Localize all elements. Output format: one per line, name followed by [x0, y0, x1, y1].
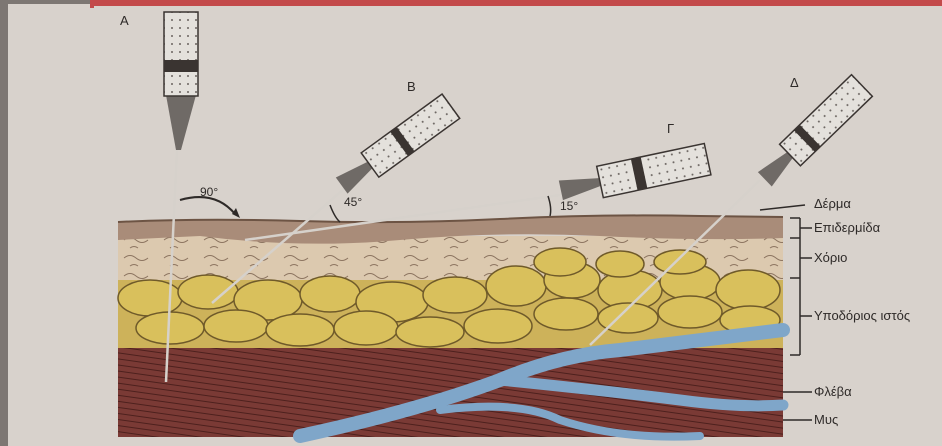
label-syringe-a: A — [120, 14, 129, 27]
label-vein: Φλέβα — [814, 385, 852, 398]
label-syringe-b: B — [407, 80, 416, 93]
frame-border — [90, 0, 942, 6]
label-muscle: Μυς — [814, 413, 838, 426]
label-angle-b: 45° — [344, 196, 362, 208]
label-angle-a: 90° — [200, 186, 218, 198]
label-angle-g: 15° — [560, 200, 578, 212]
label-dermis: Χόριο — [814, 251, 847, 264]
label-syringe-d: Δ — [790, 76, 799, 89]
label-skin: Δέρμα — [814, 197, 851, 210]
label-epidermis: Επιδερμίδα — [814, 221, 880, 234]
label-subcutaneous: Υποδόριος ιστός — [814, 309, 910, 322]
label-syringe-g: Γ — [667, 122, 674, 135]
